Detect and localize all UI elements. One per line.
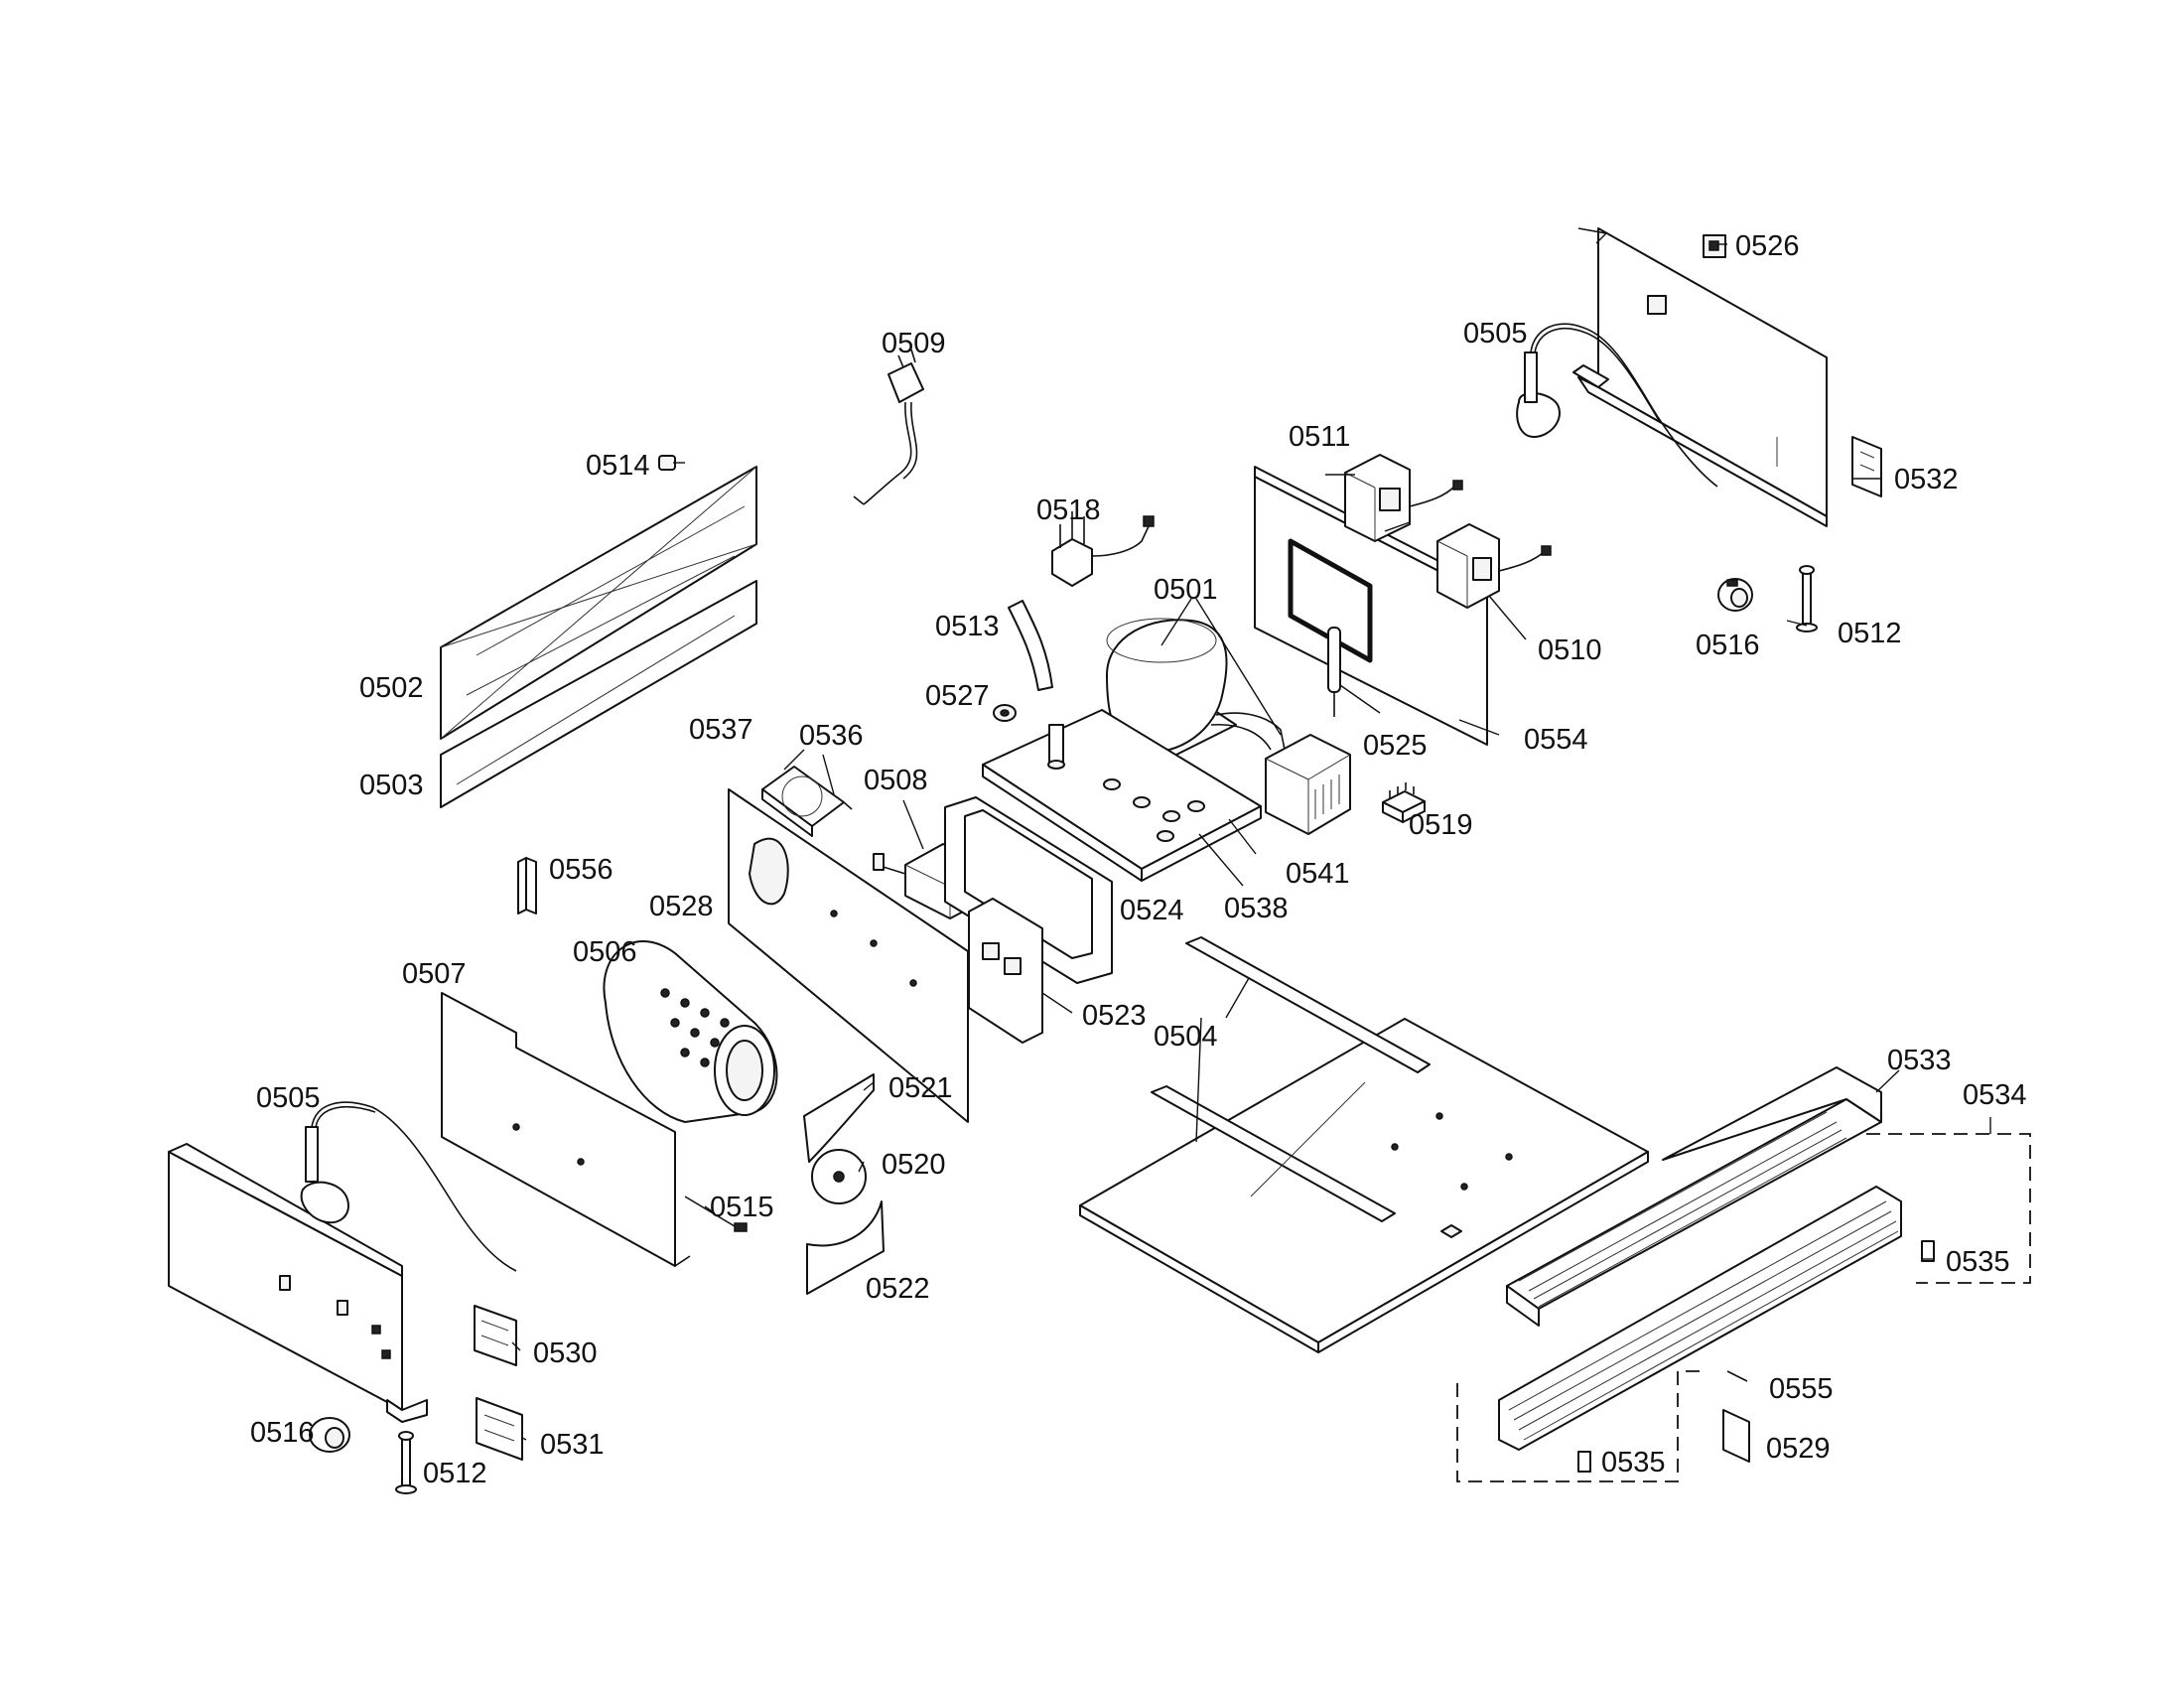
part-0505-cord-left xyxy=(300,1101,517,1272)
part-0524-gasket xyxy=(944,796,1113,984)
part-0516-caster-right xyxy=(1717,578,1753,612)
part-0523-control-box xyxy=(968,898,1043,1044)
part-0507-duct-panel xyxy=(441,992,691,1267)
label-0522: 0522 xyxy=(866,1273,930,1305)
part-0538-base-plate xyxy=(982,709,1262,882)
label-0527: 0527 xyxy=(925,680,990,712)
label-0515: 0515 xyxy=(710,1192,774,1223)
part-0525-sensor xyxy=(1327,627,1341,717)
part-0522-shroud-bottom xyxy=(806,1200,885,1295)
label-0524: 0524 xyxy=(1120,895,1184,926)
part-0519-terminal-block xyxy=(1382,782,1426,823)
part-0510-transformer xyxy=(1436,523,1552,609)
part-0515-sensor-wire xyxy=(684,1196,748,1232)
part-0531-bracket xyxy=(476,1397,523,1461)
label-0555: 0555 xyxy=(1769,1373,1834,1405)
label-0534: 0534 xyxy=(1963,1079,2027,1111)
label-0502: 0502 xyxy=(359,672,424,704)
label-0554: 0554 xyxy=(1524,724,1588,756)
part-0518-relay xyxy=(1051,511,1155,587)
label-0511: 0511 xyxy=(1289,421,1350,453)
part-0506-blower xyxy=(603,940,778,1123)
label-0507: 0507 xyxy=(402,958,467,990)
label-0505-left: 0505 xyxy=(256,1082,321,1114)
label-0520: 0520 xyxy=(882,1149,946,1181)
label-0556: 0556 xyxy=(549,854,614,886)
part-0512-bolt-right xyxy=(1796,565,1818,633)
label-0510: 0510 xyxy=(1538,634,1602,666)
part-left-side-panel xyxy=(168,1143,428,1423)
label-0503: 0503 xyxy=(359,770,424,801)
label-0516-left: 0516 xyxy=(250,1417,315,1449)
part-0511-transformer xyxy=(1344,454,1463,542)
part-0513-tube xyxy=(1008,600,1053,691)
part-0504-base-pan xyxy=(1079,936,1649,1353)
part-0514-nut xyxy=(658,455,676,471)
part-0528-partition-panel xyxy=(728,788,969,1123)
label-0530: 0530 xyxy=(533,1337,598,1369)
part-0527-grommet xyxy=(993,704,1017,722)
part-0516-caster-left xyxy=(309,1417,350,1453)
part-0502-front-panel xyxy=(440,466,757,740)
label-0521: 0521 xyxy=(888,1072,953,1104)
label-0501: 0501 xyxy=(1154,574,1218,606)
leader-lines xyxy=(511,227,1991,1441)
label-0533: 0533 xyxy=(1887,1045,1952,1076)
callout-labels: 0501 0502 0503 0504 0505 0505 0506 0507 … xyxy=(250,230,2027,1489)
part-0505-cord-right xyxy=(1516,323,1718,488)
label-0516-right: 0516 xyxy=(1696,630,1760,661)
label-0535-right: 0535 xyxy=(1946,1246,2010,1278)
label-0536: 0536 xyxy=(799,720,864,752)
label-0518: 0518 xyxy=(1036,494,1101,526)
label-0513: 0513 xyxy=(935,611,1000,642)
label-0525: 0525 xyxy=(1363,730,1428,762)
label-0538: 0538 xyxy=(1224,893,1289,924)
part-0555-clip xyxy=(1726,1370,1748,1382)
label-0535-left: 0535 xyxy=(1601,1447,1666,1478)
part-right-side-panel xyxy=(1572,227,1828,527)
label-0541: 0541 xyxy=(1286,858,1350,890)
label-0528: 0528 xyxy=(649,891,714,922)
part-0512-bolt-left xyxy=(395,1431,417,1494)
label-0526: 0526 xyxy=(1735,230,1800,262)
label-0509: 0509 xyxy=(882,328,946,359)
part-0520-fan-blade xyxy=(811,1149,867,1204)
label-0531: 0531 xyxy=(540,1429,605,1461)
label-0537: 0537 xyxy=(689,714,753,746)
label-0512-right: 0512 xyxy=(1838,618,1902,649)
part-0526-clip xyxy=(1703,234,1726,258)
part-0530-bracket xyxy=(474,1305,517,1366)
part-0534-front-grille xyxy=(1498,1186,1902,1451)
label-0512-left: 0512 xyxy=(423,1458,487,1489)
label-0505-right: 0505 xyxy=(1463,318,1528,350)
part-0535-clip-left xyxy=(1577,1451,1591,1473)
label-0532: 0532 xyxy=(1894,464,1959,495)
label-0523: 0523 xyxy=(1082,1000,1147,1032)
part-0535-clip-right xyxy=(1921,1240,1935,1262)
label-0529: 0529 xyxy=(1766,1433,1831,1465)
part-0509-power-cord xyxy=(853,349,924,505)
label-0519: 0519 xyxy=(1409,809,1473,841)
part-0536-fan xyxy=(843,801,853,810)
label-0514: 0514 xyxy=(586,450,650,482)
label-0508: 0508 xyxy=(864,765,928,796)
part-0521-shroud-top xyxy=(803,1073,875,1163)
part-0541-electrical-box xyxy=(1265,734,1351,835)
part-0529-cover xyxy=(1722,1409,1750,1463)
part-0532-bracket xyxy=(1851,436,1882,497)
label-0504: 0504 xyxy=(1154,1021,1218,1053)
label-0506: 0506 xyxy=(573,936,637,968)
part-0533-back-grille xyxy=(1506,1066,1882,1327)
part-0503-lower-strip xyxy=(440,580,757,808)
part-0556-bracket xyxy=(517,857,537,915)
group-box-front-grille xyxy=(1456,1133,2031,1482)
